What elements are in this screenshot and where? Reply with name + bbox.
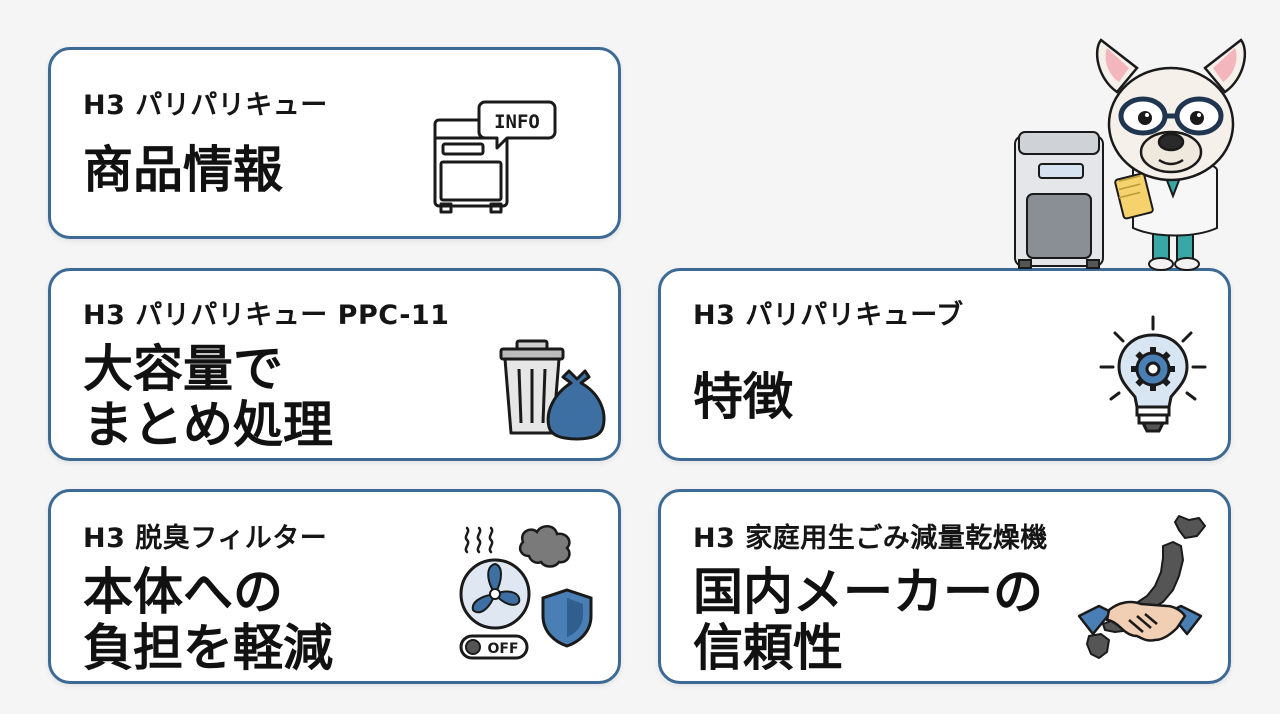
card-product-info[interactable]: H3 パリパリキュー 商品情報 INFO: [48, 47, 621, 239]
lightbulb-gear-icon: [1099, 315, 1207, 433]
card-subtitle: H3 脱臭フィルター: [83, 523, 328, 554]
card-title: 国内メーカーの 信頼性: [693, 563, 1043, 677]
card-title: 商品情報: [83, 141, 283, 199]
card-subtitle: H3 パリパリキューブ: [693, 300, 964, 331]
svg-text:INFO: INFO: [494, 111, 540, 133]
card-large-capacity[interactable]: H3 パリパリキュー PPC-11 大容量で まとめ処理: [48, 268, 621, 461]
card-title: 特徴: [693, 368, 793, 426]
info-device-icon: INFO: [433, 100, 557, 214]
card-title: 本体への 負担を軽減: [83, 563, 333, 677]
trash-can-bag-icon: [499, 339, 606, 441]
card-domestic-maker[interactable]: H3 家庭用生ごみ減量乾燥機 国内メーカーの 信頼性: [658, 489, 1231, 684]
card-deodorizing-filter[interactable]: H3 脱臭フィルター 本体への 負担を軽減 OFF: [48, 489, 621, 684]
dog-scientist-mascot-icon: [1014, 38, 1247, 271]
card-title: 大容量で まとめ処理: [83, 340, 333, 454]
card-features[interactable]: H3 パリパリキューブ 特徴: [658, 268, 1231, 461]
card-subtitle: H3 パリパリキュー: [83, 90, 328, 121]
card-subtitle: H3 パリパリキュー PPC-11: [83, 300, 450, 331]
svg-text:OFF: OFF: [487, 641, 518, 657]
fan-smoke-shield-icon: OFF: [459, 525, 593, 660]
japan-map-handshake-icon: [1077, 515, 1206, 659]
card-subtitle: H3 家庭用生ごみ減量乾燥機: [693, 523, 1048, 554]
